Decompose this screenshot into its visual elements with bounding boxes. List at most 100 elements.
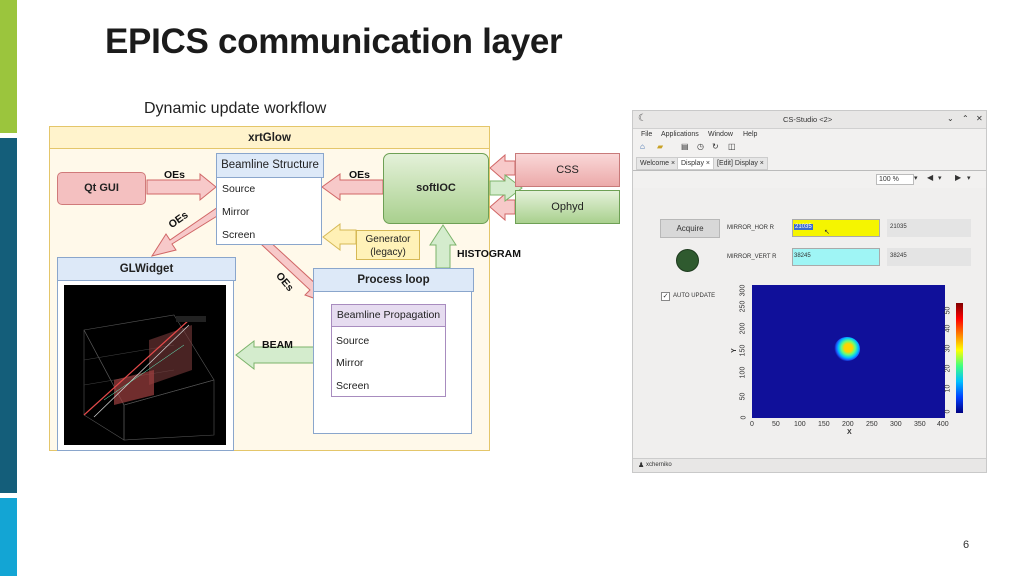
label-beam: BEAM — [262, 339, 293, 351]
label-oes-softioc: OEs — [349, 169, 371, 181]
mirror-vert-value: 38245 — [890, 253, 907, 259]
minimize-button[interactable]: ⌄ — [947, 114, 954, 123]
colorbar-tick-0: 0 — [944, 409, 952, 414]
forward-dropdown-icon[interactable]: ▾ — [967, 175, 971, 182]
arrow-structure-to-glwidget — [150, 206, 223, 257]
generator-box: Generator (legacy) — [356, 230, 420, 260]
css-box: CSS — [515, 153, 620, 187]
process-loop-header: Process loop — [313, 268, 474, 292]
status-led — [676, 249, 699, 272]
zoom-select[interactable]: 100 % — [876, 174, 914, 185]
cs-tabbar — [633, 156, 986, 171]
label-oes-qtgui: OEs — [164, 169, 186, 181]
zoom-value: 100 % — [879, 176, 899, 183]
accent-bar-cyan — [0, 498, 17, 576]
qt-gui-box: Qt GUI — [57, 172, 146, 205]
auto-update-label: AUTO UPDATE — [673, 293, 716, 299]
y-tick-300: 300 — [739, 284, 747, 297]
auto-update-checkbox[interactable]: ✓ — [661, 292, 670, 301]
mirror-vert-input[interactable]: 38245 — [792, 248, 880, 266]
arrow-softioc-to-structure — [321, 173, 384, 201]
arrow-ophyd-to-softioc — [489, 192, 516, 222]
close-window-button[interactable]: ✕ — [976, 114, 983, 123]
menu-applications[interactable]: Applications — [661, 131, 699, 138]
mirror-hor-readback: 21035 — [887, 219, 971, 237]
x-tick-300: 300 — [890, 421, 902, 428]
zoom-dropdown-icon[interactable]: ▾ — [914, 175, 918, 182]
back-dropdown-icon[interactable]: ▾ — [938, 175, 942, 182]
folder-icon[interactable]: ▰ — [657, 142, 664, 151]
mirror-hor-input[interactable]: 21035 — [792, 219, 880, 237]
y-tick-100: 100 — [739, 366, 747, 379]
x-tick-0: 0 — [750, 421, 754, 428]
cs-window-title: CS-Studio <2> — [783, 115, 833, 124]
slide-title: EPICS communication layer — [105, 22, 563, 61]
restore-button[interactable]: ⌃ — [962, 114, 969, 123]
mirror-hor-value: 21035 — [890, 224, 907, 230]
colorbar-tick-20: 20 — [944, 364, 952, 373]
tab-edit-display[interactable]: [Edit] Display × — [713, 157, 768, 170]
toolbar-icon-3[interactable]: ▤ — [681, 142, 689, 151]
colorbar-tick-50: 50 — [944, 306, 952, 315]
arrow-softioc-to-clients — [489, 173, 523, 203]
x-tick-150: 150 — [818, 421, 830, 428]
cs-statusbar — [633, 458, 986, 472]
arrow-generator-to-structure — [322, 222, 357, 252]
softioc-box: softIOC — [383, 153, 489, 224]
x-tick-350: 350 — [914, 421, 926, 428]
glwidget-scene — [83, 314, 215, 441]
mirror-vert-readback: 38245 — [887, 248, 971, 266]
y-tick-250: 250 — [739, 300, 747, 313]
x-tick-250: 250 — [866, 421, 878, 428]
heatmap-plot — [752, 285, 945, 418]
beamline-structure-header: Beamline Structure — [216, 153, 324, 178]
glwidget-3d-view — [64, 285, 226, 445]
x-tick-50: 50 — [772, 421, 780, 428]
accent-bar-green — [0, 0, 17, 133]
ophyd-box: Ophyd — [515, 190, 620, 224]
x-axis-label: X — [847, 429, 852, 436]
slide-subtitle: Dynamic update workflow — [144, 100, 327, 117]
x-tick-200: 200 — [842, 421, 854, 428]
x-tick-400: 400 — [937, 421, 949, 428]
arrow-histogram — [429, 224, 457, 269]
y-tick-150: 150 — [739, 344, 747, 357]
menu-help[interactable]: Help — [743, 131, 758, 138]
toolbar-icon-4[interactable]: ◷ — [697, 142, 704, 151]
home-icon[interactable]: ⌂ — [640, 142, 645, 151]
beamline-propagation-header: Beamline Propagation — [331, 304, 446, 327]
mirror-hor-input-text: 21035 — [794, 224, 813, 230]
mirror-hor-label: MIRROR_HOR R — [727, 225, 775, 231]
back-icon[interactable]: ◀ — [927, 173, 934, 182]
generator-line1: Generator — [365, 234, 411, 245]
generator-line2: (legacy) — [370, 247, 406, 258]
tab-welcome[interactable]: Welcome × — [636, 157, 680, 170]
y-axis-label: Y — [730, 348, 738, 353]
propagation-item-source: Source — [336, 335, 370, 347]
menu-window[interactable]: Window — [708, 131, 733, 138]
acquire-button[interactable]: Acquire — [660, 219, 720, 238]
menu-file[interactable]: File — [641, 131, 653, 138]
page-number: 6 — [963, 539, 970, 551]
y-tick-50: 50 — [739, 392, 747, 401]
structure-item-screen: Screen — [222, 229, 256, 241]
status-user: xcherniko — [646, 462, 672, 468]
toolbar-icon-5[interactable]: ↻ — [712, 142, 719, 151]
structure-item-source: Source — [222, 183, 256, 195]
user-icon: ♟ — [638, 462, 645, 469]
mirror-vert-label: MIRROR_VERT R — [727, 254, 777, 260]
colorbar-tick-10: 10 — [944, 384, 952, 393]
mouse-cursor-icon: ↖ — [824, 229, 830, 236]
xrtglow-header: xrtGlow — [50, 127, 489, 149]
propagation-item-screen: Screen — [336, 380, 370, 392]
label-histogram: HISTOGRAM — [457, 248, 521, 260]
y-tick-200: 200 — [739, 322, 747, 335]
mirror-vert-input-text: 38245 — [794, 253, 811, 259]
toolbar-icon-6[interactable]: ◫ — [728, 142, 736, 151]
structure-item-mirror: Mirror — [222, 206, 250, 218]
tab-display[interactable]: Display × — [677, 157, 714, 170]
propagation-item-mirror: Mirror — [336, 357, 364, 369]
cs-titlebar — [633, 111, 986, 129]
forward-icon[interactable]: ▶ — [955, 173, 962, 182]
colorbar-tick-40: 40 — [944, 324, 952, 333]
